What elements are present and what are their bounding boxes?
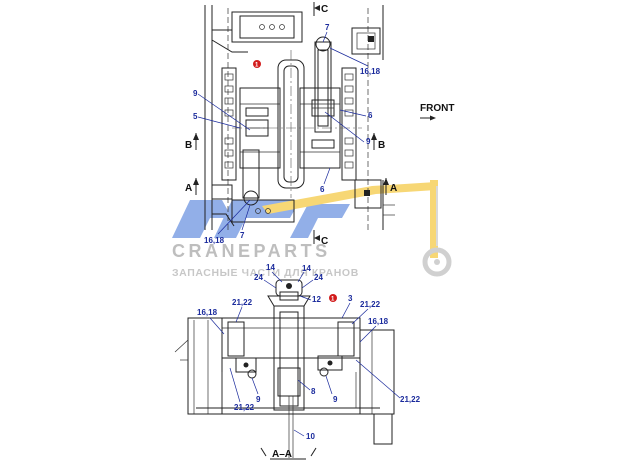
watermark-tagline: ЗАПАСНЫЕ ЧАСТИ ДЛЯ КРАНОВ xyxy=(172,267,359,279)
section-marker-b-left: B xyxy=(185,133,199,151)
section-b-right-label: B xyxy=(378,140,385,151)
callout-16-18-left: 16,18 xyxy=(204,236,225,245)
callout-8: 8 xyxy=(311,387,316,396)
callout-7-bottom: 7 xyxy=(240,231,245,240)
section-view-a-a: A–A 1 14 14 24 24 12 3 21,22 21,22 16,18… xyxy=(174,263,421,460)
callout-16-18-right-bottom: 16,18 xyxy=(368,317,389,326)
callout-21-22-right: 21,22 xyxy=(360,300,381,309)
section-c-top-label: C xyxy=(321,4,328,15)
callout-3: 3 xyxy=(348,294,353,303)
callout-16-18-left-bottom: 16,18 xyxy=(197,308,218,317)
watermark: CRANEPARTS ЗАПАСНЫЕ ЧАСТИ ДЛЯ КРАНОВ xyxy=(172,180,452,279)
callout-14-left: 14 xyxy=(266,263,275,272)
section-c-bottom-label: C xyxy=(321,236,328,247)
section-title-a-a: A–A xyxy=(272,449,292,460)
callout-10: 10 xyxy=(306,432,315,441)
callout-5: 5 xyxy=(193,112,198,121)
callout-24-left: 24 xyxy=(254,273,263,282)
callout-16-18-right: 16,18 xyxy=(360,67,381,76)
red-marker-icon xyxy=(253,60,261,68)
callout-21-22-lower-right: 21,22 xyxy=(400,395,421,404)
callout-7-top: 7 xyxy=(325,23,330,32)
callout-9-left-bottom: 9 xyxy=(256,395,261,404)
callout-12: 12 xyxy=(312,295,321,304)
watermark-logo-icon xyxy=(172,180,452,277)
section-a-bottom-label: A xyxy=(390,183,397,194)
watermark-brand: CRANEPARTS xyxy=(172,241,331,261)
front-arrow-icon xyxy=(430,115,436,121)
callout-1-top: 1 xyxy=(255,63,259,69)
callout-14-right: 14 xyxy=(302,264,311,273)
section-a-top-label: A xyxy=(185,183,192,194)
section-b-left-label: B xyxy=(185,140,192,151)
section-marker-c-bottom: C xyxy=(313,230,328,247)
section-marker-c-top: C xyxy=(313,2,328,16)
callout-9-left: 9 xyxy=(193,89,198,98)
front-label: FRONT xyxy=(420,103,454,114)
front-direction-indicator: FRONT xyxy=(420,103,454,121)
red-marker-bottom-icon xyxy=(329,294,337,302)
section-marker-a-right: A xyxy=(383,178,397,195)
section-marker-b-right: B xyxy=(371,133,385,151)
callout-9-right-bottom: 9 xyxy=(333,395,338,404)
callout-6-right: 6 xyxy=(368,111,373,120)
callout-6-lower: 6 xyxy=(320,185,325,194)
callout-21-22-lower-left: 21,22 xyxy=(234,403,255,412)
plan-view: C C B B A A FRONT xyxy=(185,2,454,247)
callout-21-22-left: 21,22 xyxy=(232,298,253,307)
section-marker-a-left: A xyxy=(185,178,199,195)
callout-24-right: 24 xyxy=(314,273,323,282)
callout-1-bottom: 1 xyxy=(331,297,335,303)
callout-9-right: 9 xyxy=(366,137,371,146)
